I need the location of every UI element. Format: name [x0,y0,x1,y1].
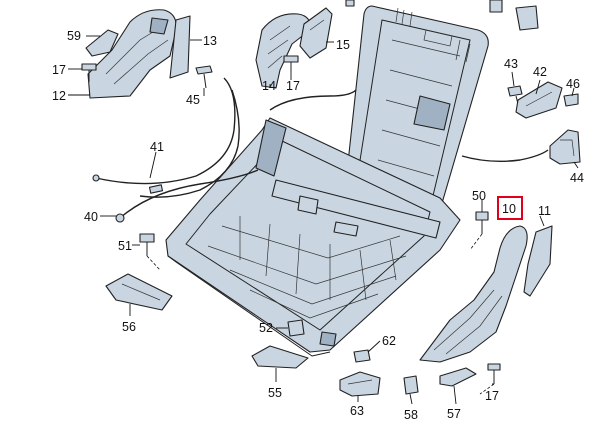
part-14-trim [255,13,311,89]
part-13-panel [169,15,191,79]
part-44-bracket [549,129,581,165]
part-58-clip [403,375,419,395]
bolt-50 [475,211,489,234]
callout-56: 56 [122,320,136,334]
callout-41: 41 [150,140,164,154]
callout-55: 55 [268,386,282,400]
callout-46: 46 [566,77,580,91]
part-55-cover [251,345,309,369]
part-62-clip [353,349,371,363]
leader-lines [68,35,579,405]
callout-15: 15 [336,38,350,52]
callout-45: 45 [186,93,200,107]
callout-17: 17 [485,389,499,403]
part-11-trim-strip [523,225,553,297]
bowden-cables [92,77,549,223]
callout-44: 44 [570,171,584,185]
callout-40: 40 [84,210,98,224]
part-56-cover [105,273,173,311]
part-46-clip [563,93,579,107]
screw-45 [195,65,213,89]
callout-52: 52 [259,321,273,335]
part-52-clip [287,319,305,337]
callout-59: 59 [67,29,81,43]
part-12-side-cover [87,9,177,99]
callout-50: 50 [472,189,486,203]
callout-labels: 59 13 17 12 45 14 17 15 43 42 46 41 44 4… [52,29,584,422]
callout-13: 13 [203,34,217,48]
screw-17-top-left [81,63,97,82]
callout-10-highlight-box [497,196,523,220]
callout-12: 12 [52,89,66,103]
callout-10: 10 [502,202,516,216]
part-63-bracket [339,371,381,397]
callout-14: 14 [262,79,276,93]
backrest-frame [343,5,489,223]
callout-43: 43 [504,57,518,71]
part-59-bracket [85,29,119,57]
callout-58: 58 [404,408,418,422]
callout-42: 42 [533,65,547,79]
callout-11: 11 [538,204,551,218]
top-right-clip [345,0,539,31]
bolt-51 [139,233,155,256]
callout-63: 63 [350,404,364,418]
callout-51: 51 [118,239,132,253]
callout-62: 62 [382,334,396,348]
callout-17: 17 [286,79,300,93]
part-57-pad [439,367,477,387]
screw-17-top-center [283,55,299,72]
screw-17-bottom-right [487,363,501,384]
bolt-43 [507,85,523,105]
callout-17: 17 [52,63,66,77]
part-42-hinge-cover [515,81,563,119]
part-15-cover [299,7,333,59]
callout-57: 57 [447,407,461,421]
part-10-side-panel [419,225,528,363]
